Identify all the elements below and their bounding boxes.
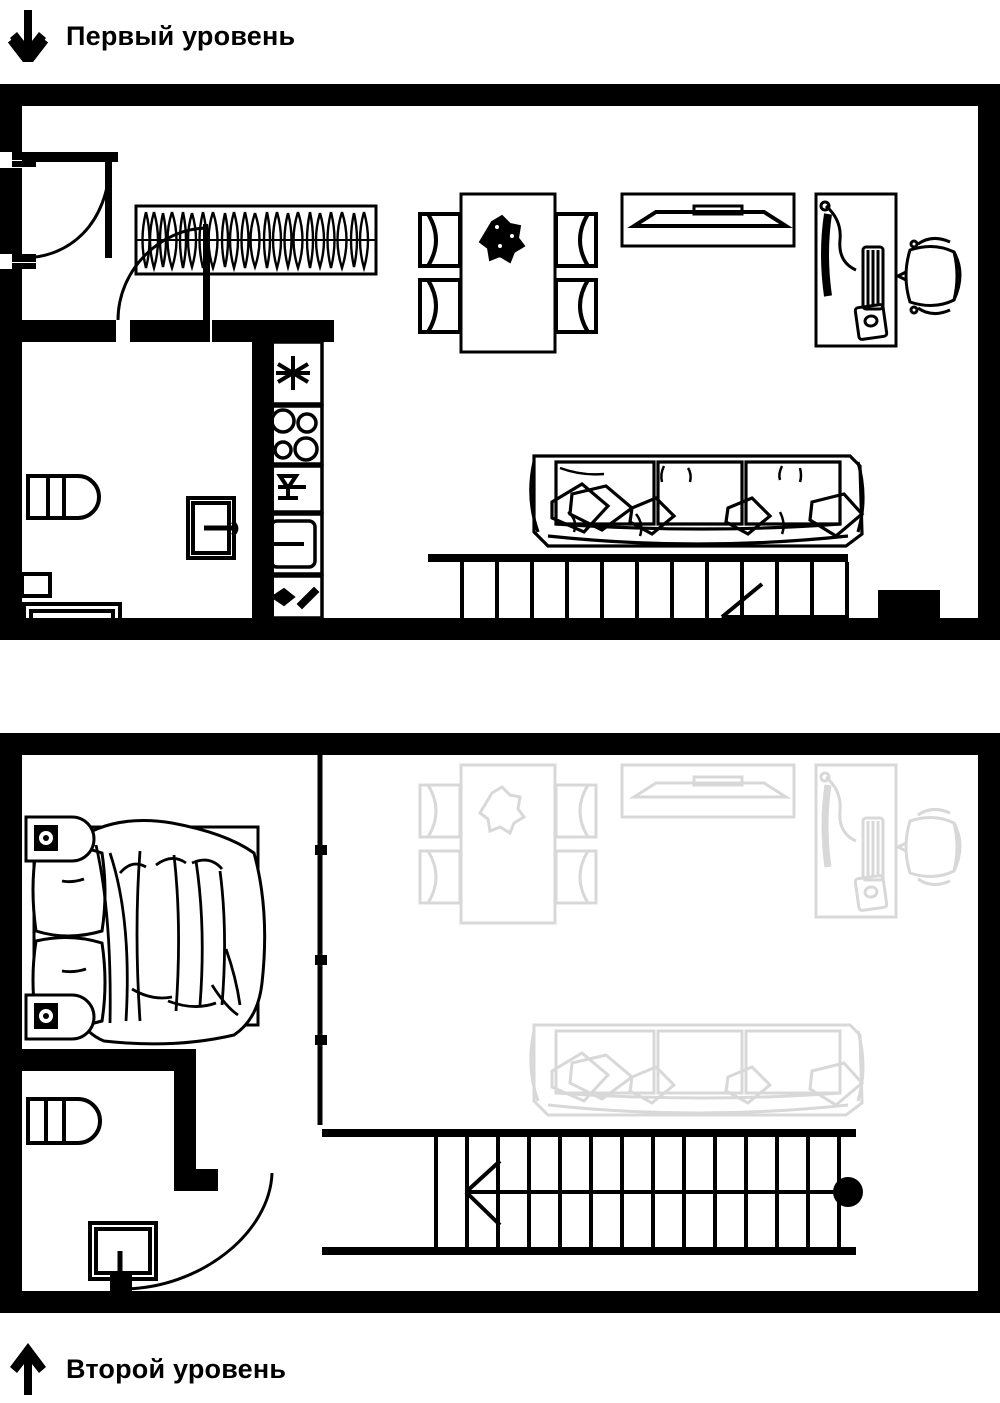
railing-post xyxy=(315,845,327,855)
table-icon xyxy=(459,192,557,354)
second-level-label: Второй уровень xyxy=(66,1353,287,1384)
wall-niche xyxy=(20,572,52,598)
first-level-plan xyxy=(0,84,1000,640)
arrow-up-icon xyxy=(10,1343,46,1395)
column-icon xyxy=(878,590,940,620)
dining-chair xyxy=(418,278,462,334)
stairs-direction-arrow xyxy=(720,582,848,640)
first-level-drawing xyxy=(0,84,1000,640)
stairs-icon xyxy=(428,554,849,640)
dining-area xyxy=(418,192,598,354)
table-centerpiece xyxy=(478,214,526,264)
stairs-direction-arrow xyxy=(464,1159,840,1227)
sink-icon xyxy=(88,1221,158,1296)
railing-post xyxy=(315,1035,327,1045)
sink-icon xyxy=(186,496,239,560)
second-level-partitions xyxy=(22,1049,218,1291)
sofa-icon xyxy=(529,454,865,548)
dining-chair xyxy=(554,212,598,268)
knife-board-icon xyxy=(270,586,320,610)
first-level-caption: Первый уровень xyxy=(8,8,295,64)
first-level-walls xyxy=(0,84,1000,640)
arrow-down-icon xyxy=(8,10,48,62)
dining-chair xyxy=(418,212,462,268)
stairs-icon xyxy=(322,1129,863,1255)
mouse-icon xyxy=(853,303,889,341)
nightstand-icon xyxy=(24,815,96,863)
nightstand-icon xyxy=(24,993,96,1041)
kitchen-sink-icon xyxy=(263,537,304,554)
dining-table-ghost xyxy=(418,763,598,925)
wardrobe-icon xyxy=(134,204,378,276)
first-level-label: Первый уровень xyxy=(66,20,296,51)
shower-icon xyxy=(22,602,122,640)
second-level-walls xyxy=(0,733,1000,1313)
railing-icon xyxy=(315,755,327,1125)
railing-post xyxy=(315,955,327,965)
entry-door-leaf xyxy=(105,158,112,258)
second-level-plan xyxy=(0,733,1000,1313)
ghost-furniture-group xyxy=(418,763,962,1117)
entry-door xyxy=(21,155,116,260)
dining-chair xyxy=(554,278,598,334)
bathroom-door xyxy=(121,1172,274,1291)
cooktop-4-burner-icon xyxy=(270,408,319,462)
toilet-icon xyxy=(26,1097,102,1145)
sofa-ghost xyxy=(529,1023,865,1117)
keyboard-icon xyxy=(861,245,885,311)
second-level-caption: Второй уровень xyxy=(8,1341,286,1397)
office-chair-icon xyxy=(894,237,962,315)
interior-door xyxy=(116,226,209,321)
stairs-landing-dot xyxy=(833,1177,863,1207)
tv-console-ghost xyxy=(620,763,796,819)
office-chair-ghost xyxy=(894,808,962,886)
hood-icon xyxy=(276,356,310,390)
second-level-drawing xyxy=(0,733,1000,1313)
desk-ghost xyxy=(814,763,898,919)
wine-glass-icon xyxy=(276,474,306,500)
kitchen-units xyxy=(262,340,324,620)
toilet-icon xyxy=(26,474,101,520)
desk-icon xyxy=(814,192,898,348)
tv-icon xyxy=(620,192,796,248)
